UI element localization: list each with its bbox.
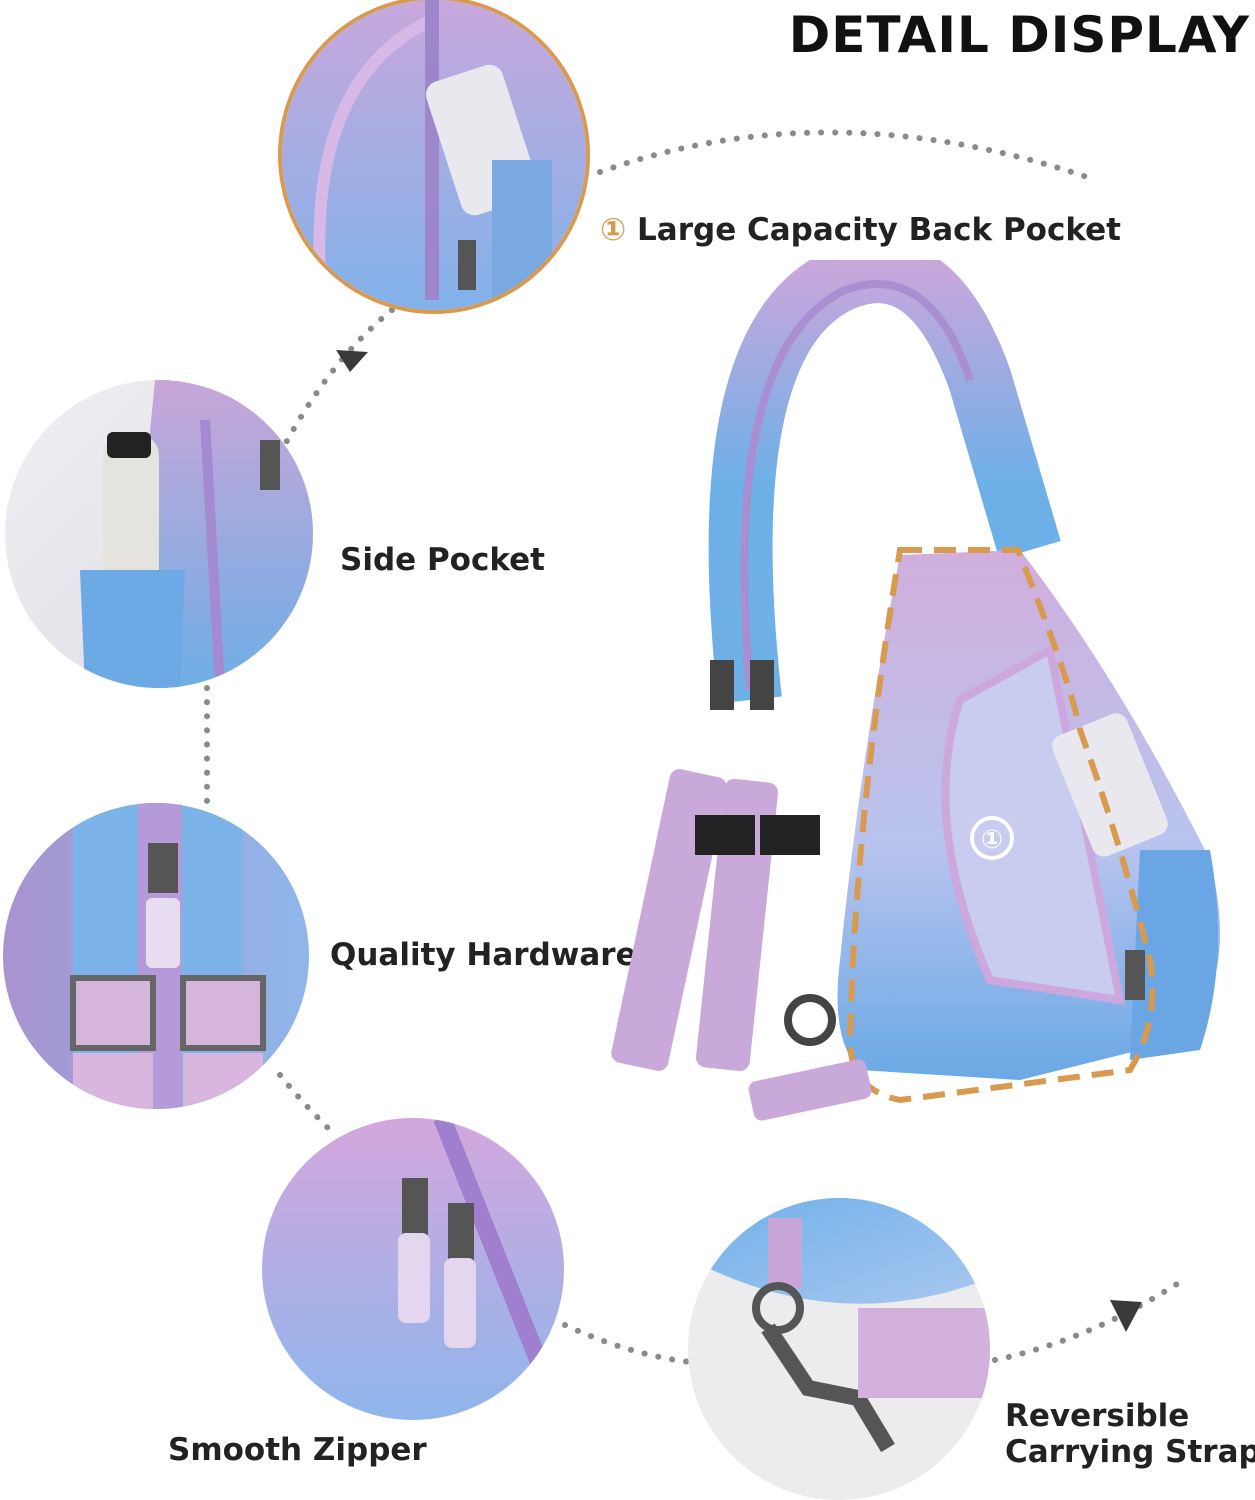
feature-label-strap: Reversible Carrying Strap bbox=[1005, 1398, 1255, 1470]
zipper-pull-icon bbox=[458, 240, 476, 290]
pocket-highlight-outline bbox=[846, 547, 1156, 1104]
pocket-marker-circle bbox=[970, 816, 1014, 860]
clasp-icon bbox=[784, 994, 836, 1046]
feature-number-badge: ① bbox=[600, 212, 627, 248]
sling-bag-product-image: ① bbox=[611, 260, 1220, 1121]
connector-left-3 bbox=[277, 1072, 333, 1133]
pocket-marker: ① bbox=[981, 825, 1003, 855]
hardware-detail-image bbox=[3, 803, 309, 1109]
zipper-pull-icon bbox=[148, 843, 178, 893]
zipper-pull-icon bbox=[1125, 950, 1145, 1000]
zipper-pull-icon bbox=[402, 1178, 428, 1238]
arrow-down-left-icon bbox=[336, 350, 368, 372]
umbrella-icon bbox=[103, 435, 159, 605]
arrow-down-right-icon bbox=[1110, 1300, 1142, 1332]
zipper-detail-image bbox=[262, 1118, 564, 1420]
buckle-icon bbox=[70, 975, 156, 1051]
buckle-icon bbox=[750, 660, 774, 710]
side-pocket-detail-image bbox=[5, 380, 313, 688]
zipper-pull-icon bbox=[260, 440, 280, 490]
page-title: DETAIL DISPLAY bbox=[788, 6, 1250, 64]
strap-icon bbox=[858, 1308, 990, 1398]
phone-icon bbox=[1052, 713, 1168, 857]
zipper-pull-icon bbox=[448, 1203, 474, 1263]
feature-label-hardware: Quality Hardware bbox=[330, 937, 637, 973]
shoulder-strap bbox=[708, 260, 1061, 704]
strap-detail-image bbox=[688, 1198, 990, 1500]
connector-top-arc bbox=[597, 129, 1093, 181]
buckle-icon bbox=[710, 660, 734, 710]
feature-label-back-pocket: ① Large Capacity Back Pocket bbox=[600, 212, 1121, 248]
connector-bottom bbox=[562, 1322, 693, 1365]
buckle-icon bbox=[180, 975, 266, 1051]
feature-label-zipper: Smooth Zipper bbox=[168, 1432, 427, 1468]
back-pocket-detail-image bbox=[278, 0, 590, 314]
feature-label-side-pocket: Side Pocket bbox=[340, 542, 545, 578]
connector-left-1 bbox=[279, 307, 395, 453]
connector-right bbox=[992, 1279, 1183, 1363]
